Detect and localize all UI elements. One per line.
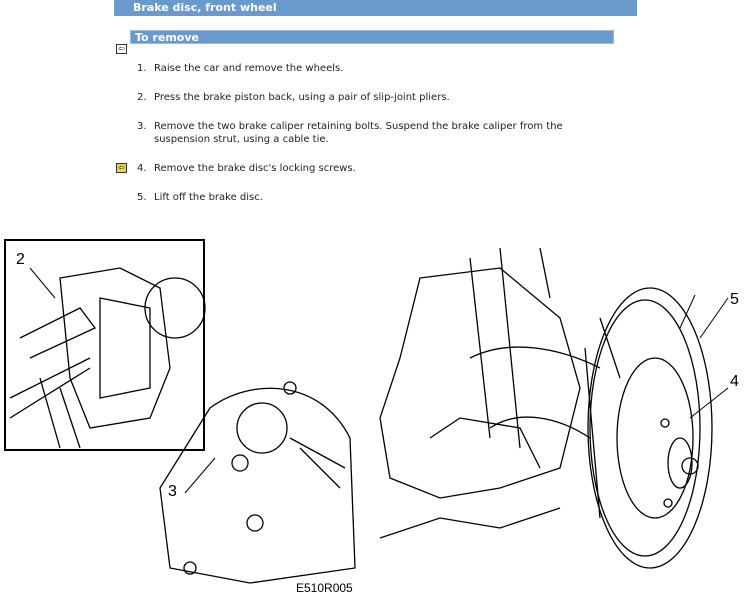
list-item: 2. Press the brake piston back, using a p… [120,91,590,104]
hub [667,437,693,489]
callout-5: 5 [730,291,739,308]
step-text: Raise the car and remove the wheels. [154,63,344,74]
step-text: Press the brake piston back, using a pai… [154,92,450,103]
step-text: Remove the two brake caliper retaining b… [154,121,563,145]
callout-3: 3 [168,483,177,500]
step-number: 4. [137,163,147,174]
yellow-arrow-icon[interactable]: ⇦ [116,163,127,173]
brake-disc-illustration: 2 3 4 5 E510R005 [4,239,739,595]
figure-code: E510R005 [296,581,353,595]
brake-disc [587,287,713,569]
steps-list: 1. Raise the car and remove the wheels. 2… [116,62,590,220]
list-item: 3. Remove the two brake caliper retaining… [120,120,590,146]
section-heading: To remove [130,30,614,44]
step-number: 5. [137,192,147,203]
page-title: Brake disc, front wheel [114,0,637,16]
step-number: 1. [137,63,147,74]
list-item: 1. Raise the car and remove the wheels. [120,62,590,75]
step-text: Lift off the brake disc. [154,192,263,203]
back-arrow-icon[interactable]: ⇦ [116,44,127,54]
step-number: 3. [137,121,147,132]
inset-frame [4,239,205,451]
callout-2: 2 [16,251,25,268]
step-text: Remove the brake disc's locking screws. [154,163,356,174]
step-number: 2. [137,92,147,103]
list-item: ⇦ 4. Remove the brake disc's locking screw… [116,162,590,175]
callout-4: 4 [730,373,739,390]
list-item: 5. Lift off the brake disc. [120,191,590,204]
